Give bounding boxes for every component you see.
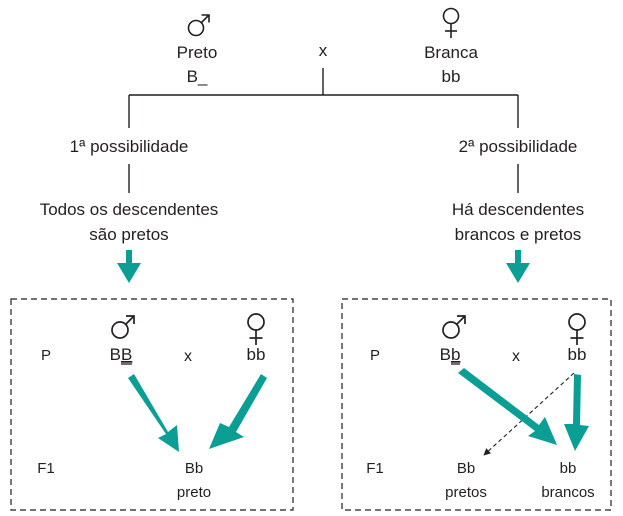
right-outcome-line1: Há descendentes bbox=[452, 200, 584, 219]
right-p-label: P bbox=[370, 347, 380, 364]
right-offspring1-phenotype: pretos bbox=[445, 484, 487, 501]
left-branch-label: 1ª possibilidade bbox=[70, 137, 189, 156]
left-p-label: P bbox=[41, 347, 51, 364]
right-offspring2-phenotype: brancos bbox=[541, 484, 594, 501]
male-phenotype: Preto bbox=[177, 43, 218, 62]
left-offspring-phenotype: preto bbox=[177, 484, 211, 501]
right-offspring2-genotype: bb bbox=[560, 460, 577, 477]
male-genotype: B_ bbox=[187, 67, 208, 86]
left-cross-sign: x bbox=[184, 348, 192, 365]
right-female-genotype: bb bbox=[568, 345, 587, 364]
female-symbol-icon bbox=[442, 7, 460, 38]
right-inheritance-arrows bbox=[458, 368, 589, 451]
left-outcome-line2: são pretos bbox=[89, 225, 168, 244]
left-female-symbol-icon bbox=[247, 313, 265, 345]
left-offspring-genotype: Bb bbox=[185, 460, 203, 477]
male-symbol-icon bbox=[187, 14, 210, 37]
left-female-genotype: bb bbox=[247, 345, 266, 364]
right-offspring1-genotype: Bb bbox=[457, 460, 475, 477]
right-f1-label: F1 bbox=[366, 460, 384, 477]
left-outcome-line1: Todos os descendentes bbox=[40, 200, 219, 219]
left-male-symbol-icon bbox=[111, 315, 135, 339]
left-down-arrow-icon bbox=[117, 250, 141, 283]
right-down-arrow-icon bbox=[506, 250, 530, 283]
right-male-symbol-icon bbox=[442, 315, 466, 339]
right-arrow-from-male-icon bbox=[458, 368, 557, 445]
right-cross-box bbox=[341, 298, 612, 511]
left-inheritance-arrows bbox=[128, 374, 267, 452]
branch-connector bbox=[128, 68, 519, 193]
right-dashed-arrow-to-pretos bbox=[483, 372, 575, 456]
right-cross-sign: x bbox=[512, 348, 520, 365]
right-branch-label: 2ª possibilidade bbox=[459, 137, 578, 156]
left-male-genotype: BB bbox=[110, 345, 133, 364]
left-f1-label: F1 bbox=[37, 460, 55, 477]
female-genotype: bb bbox=[442, 67, 461, 86]
left-arrow-from-male-icon bbox=[128, 374, 179, 452]
left-cross-box bbox=[10, 298, 294, 511]
cross-sign: x bbox=[319, 41, 328, 60]
right-outcome-line2: brancos e pretos bbox=[455, 225, 582, 244]
right-male-genotype: Bb bbox=[440, 345, 461, 364]
left-arrow-from-female-icon bbox=[209, 374, 267, 449]
right-arrow-from-female-icon bbox=[564, 374, 589, 451]
right-female-symbol-icon bbox=[568, 313, 586, 345]
female-phenotype: Branca bbox=[424, 43, 478, 62]
